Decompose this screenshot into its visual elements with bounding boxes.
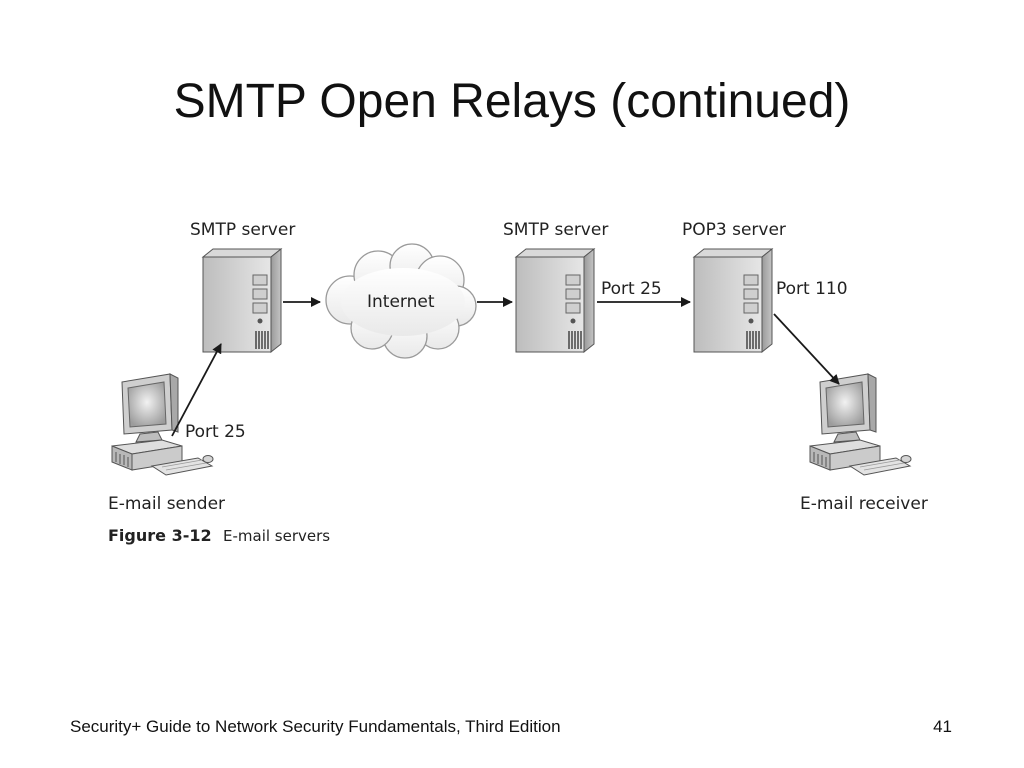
figure-caption: E-mail servers [223, 527, 330, 545]
internet-label: Internet [367, 292, 435, 312]
receiver-label: E-mail receiver [800, 494, 928, 514]
pop3-server-icon [692, 247, 774, 354]
arrow-sender-to-smtp [171, 343, 222, 437]
smtp-server-2-icon [514, 247, 596, 354]
sender-computer-icon [111, 373, 214, 476]
port-label-smtp: Port 25 [601, 279, 662, 299]
smtp-server-1-label: SMTP server [190, 220, 295, 240]
pop3-server-label: POP3 server [682, 220, 786, 240]
footer-book-title: Security+ Guide to Network Security Fund… [70, 717, 561, 736]
figure-number: Figure 3-12 [108, 526, 212, 545]
arrow-pop3-to-receiver [773, 313, 840, 385]
receiver-computer-icon [809, 373, 912, 476]
page-number: 41 [933, 717, 952, 736]
port-label-pop3: Port 110 [776, 279, 848, 299]
slide-title: SMTP Open Relays (continued) [173, 75, 851, 128]
smtp-server-1-icon [201, 247, 283, 354]
sender-label: E-mail sender [108, 494, 225, 514]
internet-cloud-icon [325, 243, 477, 359]
smtp-server-2-label: SMTP server [503, 220, 608, 240]
port-label-sender: Port 25 [185, 422, 246, 442]
